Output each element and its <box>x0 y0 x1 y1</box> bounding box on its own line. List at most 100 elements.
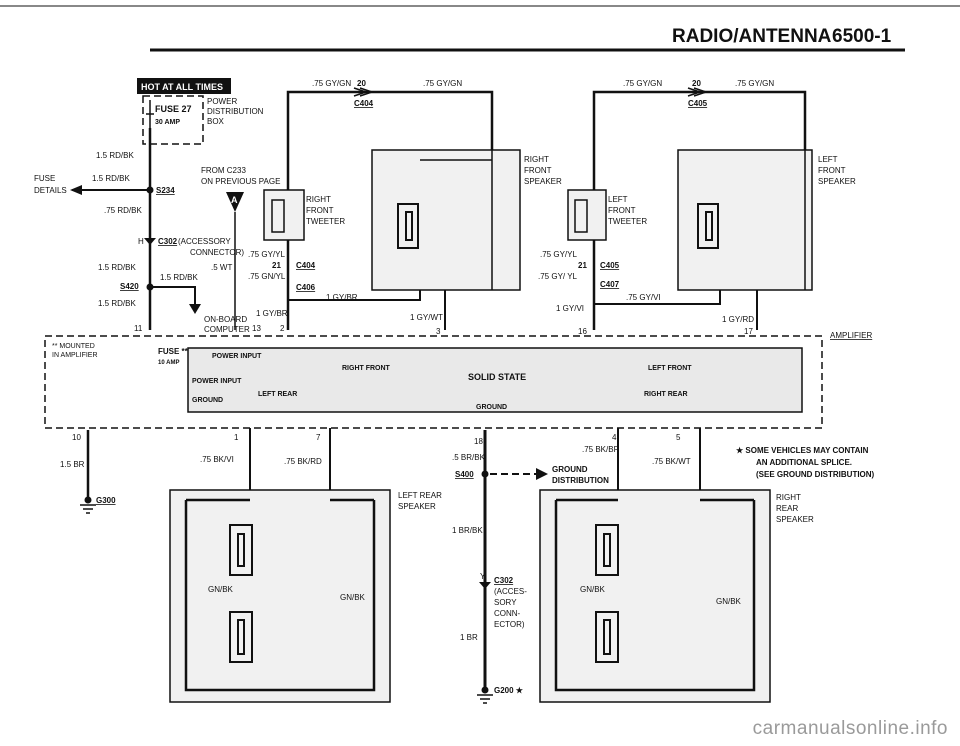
rf-tweeter-label-1: RIGHT <box>306 195 331 204</box>
pin-10: 10 <box>72 433 81 442</box>
wire-gy-rd: 1 GY/RD <box>722 315 754 324</box>
wire-gy-gn-4: .75 GY/GN <box>735 79 774 88</box>
amplifier-label: AMPLIFIER <box>830 331 872 340</box>
right-front-speaker-box <box>371 149 521 291</box>
lf-tweeter-label-1: LEFT <box>608 195 628 204</box>
wire-bk-rd: .75 BK/RD <box>284 457 322 466</box>
splice-note-3: (SEE GROUND DISTRIBUTION) <box>756 470 875 479</box>
lf-speaker-label-2: FRONT <box>818 166 846 175</box>
fuse-27-label: FUSE 27 <box>155 104 192 114</box>
connector-c406: C406 <box>296 283 316 292</box>
onboard-computer-label-1: ON-BOARD <box>204 315 247 324</box>
wire-gy-br-rf: 1 GY/BR <box>326 293 358 302</box>
wire-gy-gn-3: .75 GY/GN <box>623 79 662 88</box>
splice-s420: S420 <box>120 282 139 291</box>
splice-note-1: ★ SOME VEHICLES MAY CONTAIN <box>736 446 869 455</box>
amplifier-outline <box>44 335 823 429</box>
left-front-speaker-box <box>677 149 813 291</box>
rf-tweeter-label-3: TWEETER <box>306 217 345 226</box>
lf-speaker-label-1: LEFT <box>818 155 838 164</box>
ground-g300-icon <box>80 504 96 514</box>
pin-18: 18 <box>474 437 483 446</box>
ground-g200: G200 ★ <box>494 686 524 695</box>
lr-gn-bk-2: GN/BK <box>340 593 366 602</box>
acc-connector-pin-h: H <box>138 237 144 246</box>
rf-tweeter-icon <box>271 199 285 233</box>
wire-gy-br-2: 1 GY/BR <box>256 309 288 318</box>
right-rear-speaker-box <box>539 489 771 703</box>
pin-3: 3 <box>436 327 441 336</box>
c404-connector-icon <box>353 87 375 97</box>
ground-dist-label-2: DISTRIBUTION <box>552 476 609 485</box>
ground-g200-dot <box>481 686 489 694</box>
wire-br-1: 1 BR <box>460 633 478 642</box>
wire-rd-bk-left: 1.5 RD/BK <box>92 174 130 183</box>
rf-speaker-cone-icon <box>397 203 419 249</box>
wire-gn-yl-rf: .75 GN/YL <box>248 272 286 281</box>
power-dist-label-1: POWER <box>207 97 237 106</box>
connector-c407: C407 <box>600 280 620 289</box>
amp-ground-2: GROUND <box>476 404 507 411</box>
wire-rd-bk-small: .75 RD/BK <box>104 206 142 215</box>
splice-s400: S400 <box>455 470 474 479</box>
amplifier-solid-state-module <box>187 347 803 413</box>
onboard-computer-label-2: COMPUTER <box>204 325 250 334</box>
lr-speaker-2-icon <box>229 611 253 663</box>
onboard-arrow-icon <box>189 304 201 314</box>
wire-gy-yl-rf: .75 GY/YL <box>248 250 285 259</box>
pin-5: 5 <box>676 433 681 442</box>
amp-left-front: LEFT FRONT <box>648 365 692 372</box>
wire-rd-bk-onboard: 1.5 RD/BK <box>160 273 198 282</box>
mounted-label-1: ** MOUNTED <box>52 343 95 350</box>
lr-speaker-1-icon <box>229 524 253 576</box>
page-title: RADIO/ANTENNA <box>672 26 832 47</box>
c405-connector-icon <box>687 87 709 97</box>
amp-right-rear: RIGHT REAR <box>644 391 688 398</box>
amp-ground-1: GROUND <box>192 397 223 404</box>
ground-dist-arrow-icon <box>536 468 548 480</box>
lf-speaker-label-3: SPEAKER <box>818 177 856 186</box>
acc2-label-2: SORY <box>494 598 517 607</box>
marker-a: A <box>231 195 238 205</box>
amp-power-input-1: POWER INPUT <box>212 353 262 360</box>
left-rear-speaker-box <box>169 489 391 703</box>
rf-speaker-label-3: SPEAKER <box>524 177 562 186</box>
wire-gy-vi-lf: .75 GY/VI <box>626 293 661 302</box>
fuse-details-arrow-icon <box>70 185 82 195</box>
splice-note-2: AN ADDITIONAL SPLICE. <box>756 458 852 467</box>
rf-gy-br-wire <box>288 290 421 301</box>
splice-s400-dot <box>481 470 489 478</box>
rr-speaker-1-icon <box>595 524 619 576</box>
pin-2: 2 <box>280 324 285 333</box>
ground-dist-label-1: GROUND <box>552 465 588 474</box>
connector-c404-mid: C404 <box>296 261 316 270</box>
wire-gy-vi-1: 1 GY/VI <box>556 304 584 313</box>
hot-badge-text: HOT AT ALL TIMES <box>141 82 223 92</box>
connector-c302-lower: C302 <box>494 576 514 585</box>
page-number: 6500-1 <box>832 26 892 47</box>
pin-20-c404: 20 <box>357 79 366 88</box>
lf-gy-vi-wire <box>594 290 721 305</box>
acc2-pin-y: Y <box>480 572 486 581</box>
connector-c404-top: C404 <box>354 99 374 108</box>
connector-c405-top: C405 <box>688 99 708 108</box>
rf-tweeter-label-2: FRONT <box>306 206 334 215</box>
pin-13: 13 <box>252 324 261 333</box>
lf-tweeter-icon <box>574 199 588 233</box>
wire-br-bk-05: .5 BR/BK <box>452 453 486 462</box>
rr-gn-bk-2: GN/BK <box>716 597 742 606</box>
wire-gy-gn-1: .75 GY/GN <box>312 79 351 88</box>
rf-speaker-leads <box>420 150 493 290</box>
rr-speaker-2-icon <box>595 611 619 663</box>
power-distribution-box <box>142 95 204 145</box>
fuse-details-label-1: FUSE <box>34 174 55 183</box>
rf-speaker-label-1: RIGHT <box>524 155 549 164</box>
amp-power-input-2: POWER INPUT <box>192 378 242 385</box>
rr-speaker-label-2: REAR <box>776 504 798 513</box>
amp-fuse-label: FUSE ** <box>158 347 189 356</box>
amp-right-front: RIGHT FRONT <box>342 365 391 372</box>
connector-c302-upper: C302 <box>158 237 178 246</box>
amp-fuse-amp: 10 AMP <box>158 360 179 366</box>
marker-a-triangle <box>226 192 244 212</box>
splice-s234: S234 <box>156 186 175 195</box>
